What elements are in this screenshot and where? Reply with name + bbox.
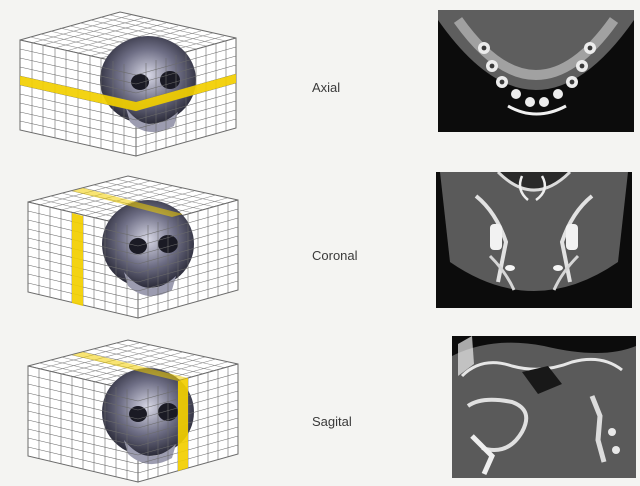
axial-ct-scan xyxy=(438,10,634,132)
row-axial: Axial xyxy=(0,8,640,158)
coronal-ct-scan xyxy=(436,172,632,308)
row-sagittal: Sagital xyxy=(0,336,640,486)
row-coronal: Coronal xyxy=(0,172,640,322)
sagittal-ct-scan xyxy=(452,336,636,478)
plane-label-axial: Axial xyxy=(312,80,392,95)
plane-label-coronal: Coronal xyxy=(312,248,392,263)
plane-label-sagittal: Sagital xyxy=(312,414,392,429)
voxel-cube-sagittal xyxy=(8,336,248,486)
voxel-cube-axial xyxy=(8,8,248,158)
voxel-cube-coronal xyxy=(8,172,248,322)
